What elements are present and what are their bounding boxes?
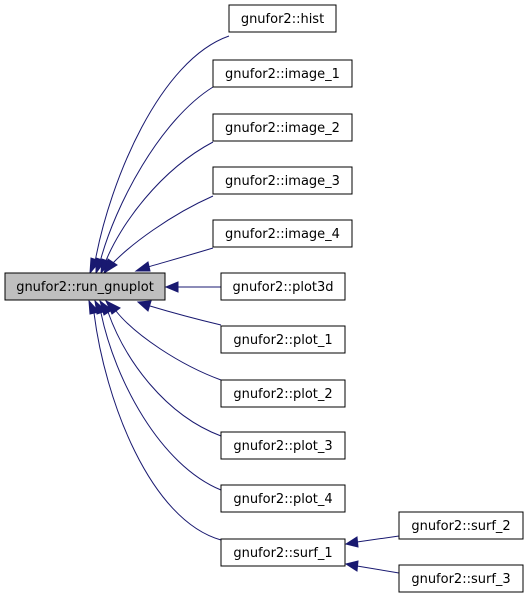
node-image-1[interactable]: gnufor2::image_1 <box>212 59 353 88</box>
node-image-2[interactable]: gnufor2::image_2 <box>212 113 353 142</box>
edge-image-1 <box>99 86 214 263</box>
node-label: gnufor2::plot_4 <box>233 492 332 507</box>
edge-surf-3 <box>356 565 400 574</box>
node-label: gnufor2::run_gnuplot <box>16 280 154 295</box>
node-plot-3[interactable]: gnufor2::plot_3 <box>220 431 346 460</box>
node-label: gnufor2::plot3d <box>232 280 333 295</box>
node-label: gnufor2::image_2 <box>225 121 340 136</box>
node-label: gnufor2::surf_3 <box>411 572 510 587</box>
edge-plot3d-arrow <box>164 281 179 293</box>
node-surf-2[interactable]: gnufor2::surf_2 <box>398 511 524 540</box>
node-label: gnufor2::plot_3 <box>233 439 332 454</box>
node-plot3d[interactable]: gnufor2::plot3d <box>220 272 346 301</box>
node-label: gnufor2::image_1 <box>225 67 340 82</box>
node-label: gnufor2::surf_2 <box>411 519 510 534</box>
edge-surf-1-arrow <box>88 299 100 315</box>
edge-image-2 <box>104 141 214 264</box>
node-label: gnufor2::plot_1 <box>233 333 332 348</box>
node-run-gnuplot[interactable]: gnufor2::run_gnuplot <box>4 272 166 301</box>
node-image-3[interactable]: gnufor2::image_3 <box>212 166 353 195</box>
node-image-4[interactable]: gnufor2::image_4 <box>212 219 353 248</box>
node-surf-1[interactable]: gnufor2::surf_1 <box>220 538 346 567</box>
edge-surf-3-arrow <box>344 560 359 572</box>
edge-plot-2 <box>115 310 222 381</box>
edge-surf-2-arrow <box>344 536 359 548</box>
edge-hist <box>94 35 230 263</box>
edge-image-4 <box>147 247 214 268</box>
node-label: gnufor2::image_4 <box>225 227 340 242</box>
node-plot-1[interactable]: gnufor2::plot_1 <box>220 325 346 354</box>
node-label: gnufor2::plot_2 <box>233 387 332 402</box>
edge-surf-2 <box>356 535 400 543</box>
node-plot-4[interactable]: gnufor2::plot_4 <box>220 484 346 513</box>
node-surf-3[interactable]: gnufor2::surf_3 <box>398 564 524 593</box>
node-hist[interactable]: gnufor2::hist <box>228 4 337 33</box>
node-label: gnufor2::surf_1 <box>233 546 332 561</box>
node-label: gnufor2::hist <box>241 12 324 27</box>
edge-plot-4 <box>100 312 222 491</box>
node-label: gnufor2::image_3 <box>225 174 340 189</box>
node-plot-2[interactable]: gnufor2::plot_2 <box>220 379 346 408</box>
edge-image-4-arrow <box>134 261 151 272</box>
edge-plot-1-arrow <box>136 300 152 312</box>
edge-surf-1 <box>93 312 222 541</box>
edge-plot-1 <box>149 305 222 326</box>
edges <box>88 35 400 574</box>
edge-image-3-arrow <box>103 258 118 275</box>
edge-plot-3 <box>107 311 222 437</box>
edge-image-3 <box>111 195 214 265</box>
